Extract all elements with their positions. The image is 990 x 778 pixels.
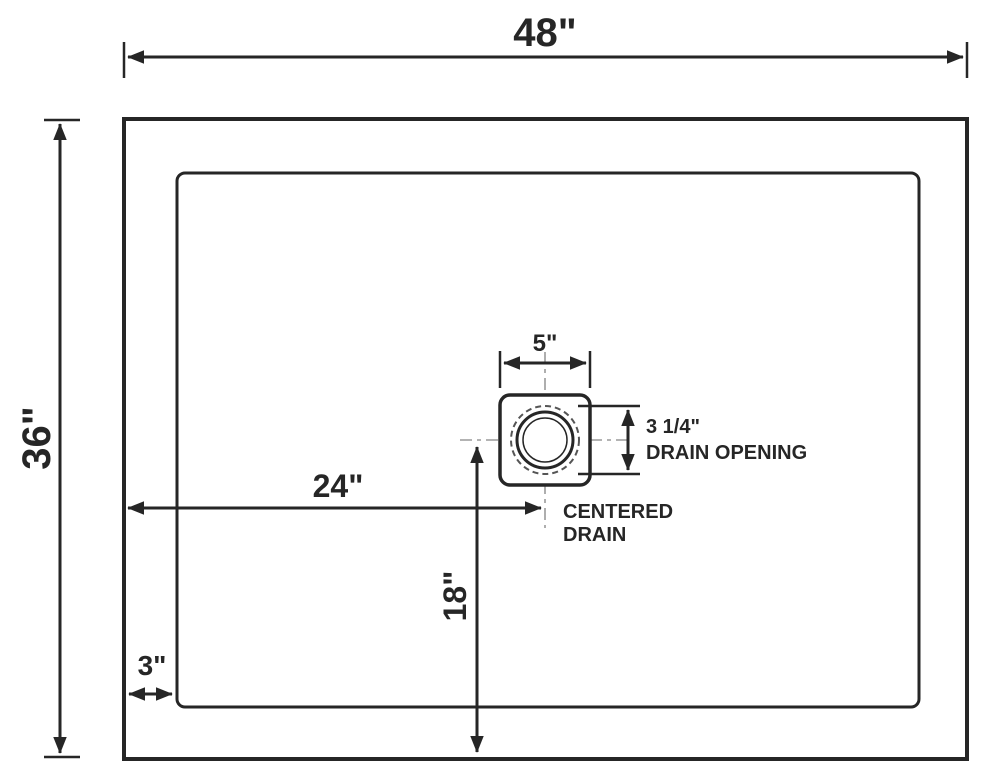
centered-drain-label-line1: CENTERED <box>563 501 673 523</box>
dimension-border-inset: 3" <box>128 650 173 701</box>
dimension-overall-depth: 36" <box>15 118 80 759</box>
centered-drain-label-line2: DRAIN <box>563 524 626 546</box>
dim-drain-x-label: 24" <box>313 468 364 504</box>
dim-opening-size-label: 3 1/4" <box>646 416 700 438</box>
dimension-overall-width: 48" <box>122 11 969 78</box>
dim-flange-label: 5" <box>533 330 558 357</box>
centered-drain-callout: CENTERED DRAIN <box>563 501 673 546</box>
drain-opening-dashed-circle <box>510 405 580 475</box>
dimension-drain-opening: 3 1/4" DRAIN OPENING <box>578 404 807 476</box>
drain-flange-square <box>498 393 592 487</box>
drain-grate-circle <box>515 410 575 470</box>
dimension-drain-flange: 5" <box>498 330 592 388</box>
drain-grate-inner-circle <box>522 417 568 463</box>
centered-drain <box>498 393 592 487</box>
pan-inner-edge <box>175 171 921 709</box>
dim-width-label: 48" <box>513 11 576 55</box>
dim-opening-text-label: DRAIN OPENING <box>646 442 807 464</box>
dim-depth-label: 36" <box>15 406 59 469</box>
dim-drain-y-label: 18" <box>437 571 473 622</box>
dimension-drain-from-bottom: 18" <box>437 446 484 753</box>
dim-inset-label: 3" <box>138 650 167 681</box>
